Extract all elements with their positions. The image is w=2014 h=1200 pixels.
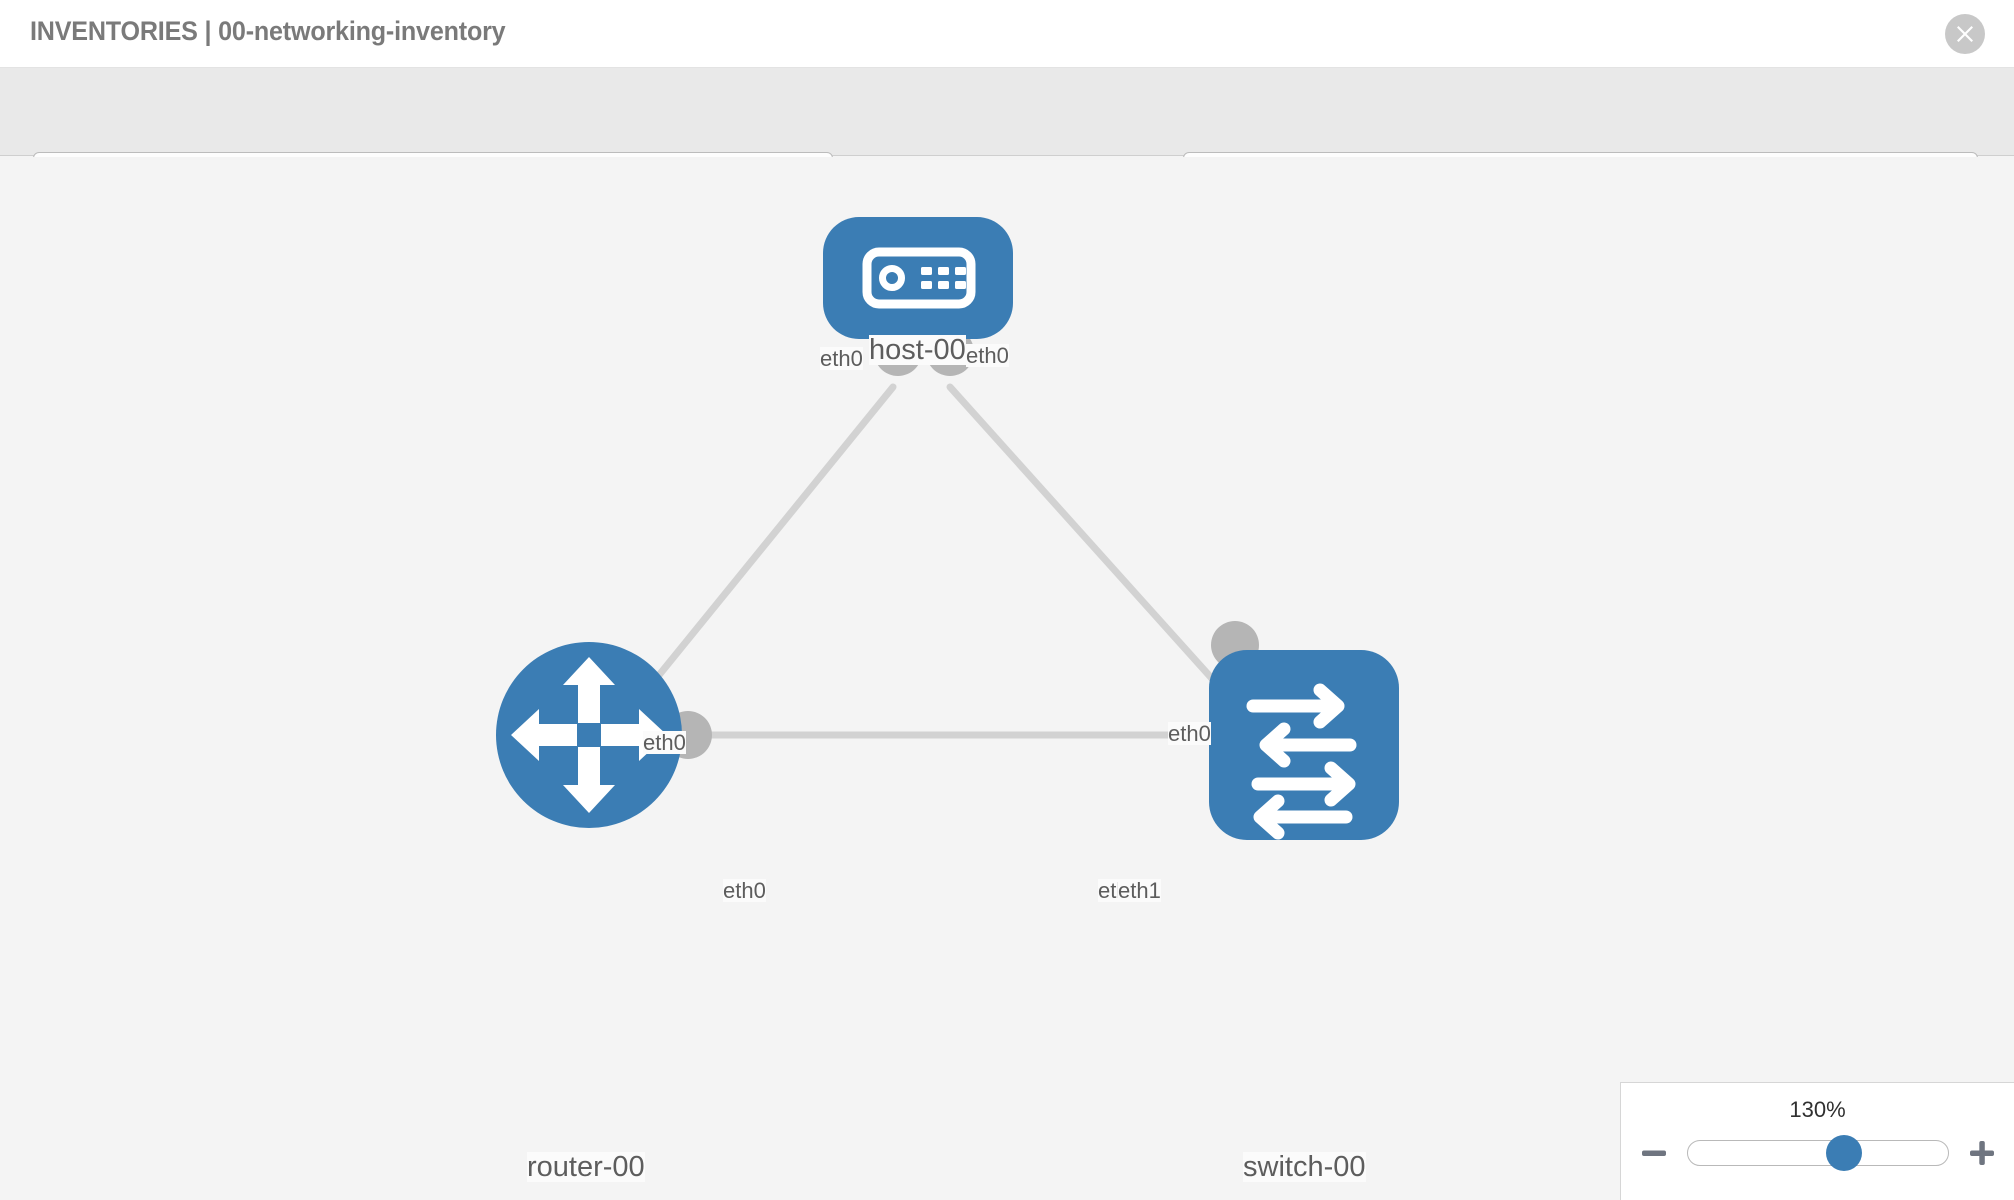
topology-connectors bbox=[664, 328, 1265, 759]
zoom-percent-label: 130% bbox=[1789, 1097, 1846, 1122]
iface-label-host-left: eth0 bbox=[820, 346, 863, 371]
topology-links bbox=[621, 383, 1246, 739]
iface-label-router-right: eth0 bbox=[723, 878, 766, 903]
node-label-switch-00: switch-00 bbox=[1243, 1151, 1366, 1183]
close-icon[interactable] bbox=[1945, 14, 1985, 54]
toolbar: ACTIONS SEARCH bbox=[0, 68, 2014, 208]
zoom-slider-row bbox=[1621, 1133, 2014, 1173]
link-host-switch bbox=[946, 383, 1246, 716]
iface-label-switch-left-b: eth1 bbox=[1118, 878, 1161, 903]
node-host-00 bbox=[823, 217, 1013, 339]
link-host-router bbox=[621, 383, 897, 721]
iface-label-host-right: eth0 bbox=[966, 343, 1009, 368]
iface-label-switch-up: eth0 bbox=[1168, 721, 1211, 746]
topology-canvas[interactable]: eth0 eth0 host-00 eth0 eth0 eth0 eth eth… bbox=[0, 157, 2014, 1200]
page-title: INVENTORIES | 00-networking-inventory bbox=[30, 16, 506, 46]
zoom-in-button[interactable] bbox=[1965, 1136, 1999, 1170]
zoom-out-button[interactable] bbox=[1637, 1136, 1671, 1170]
page-header: INVENTORIES | 00-networking-inventory bbox=[0, 0, 2014, 68]
zoom-slider-thumb[interactable] bbox=[1825, 1135, 1862, 1171]
node-switch-00 bbox=[1209, 650, 1399, 840]
server-icon bbox=[862, 247, 976, 309]
zoom-slider-track[interactable] bbox=[1686, 1135, 1949, 1171]
node-label-host-00: host-00 bbox=[869, 334, 966, 366]
zoom-control-panel: 130% bbox=[1620, 1082, 2014, 1200]
iface-label-router-up: eth0 bbox=[643, 730, 686, 755]
topology-graph bbox=[496, 217, 1399, 840]
switch-icon bbox=[1246, 683, 1357, 840]
node-label-router-00: router-00 bbox=[527, 1151, 645, 1183]
